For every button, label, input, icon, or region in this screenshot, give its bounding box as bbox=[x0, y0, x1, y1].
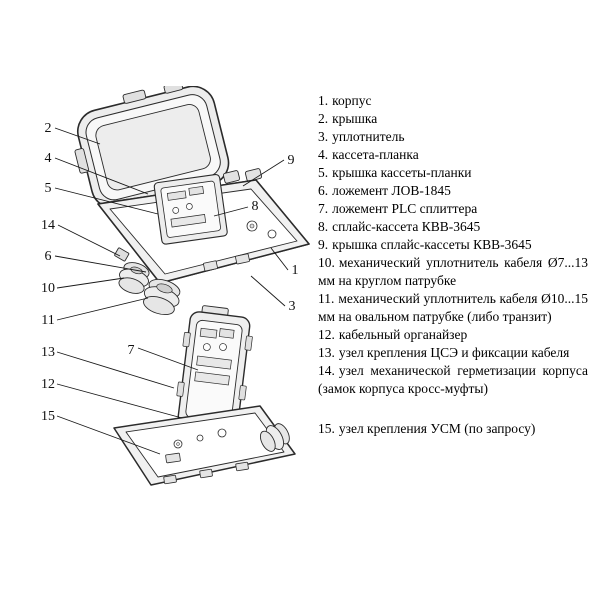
legend-num: 14. bbox=[318, 363, 335, 378]
callout-7: 7 bbox=[128, 343, 135, 358]
callout-9: 9 bbox=[288, 153, 295, 168]
edge-clip bbox=[203, 260, 218, 272]
legend-item-14: 14.узел механической герметизации корпус… bbox=[318, 362, 588, 398]
edge-clip bbox=[199, 468, 213, 479]
legend-item-9: 9.крышка сплайс-кассеты КВВ-3645 bbox=[318, 236, 588, 254]
callout-numbers: 2 4 5 14 6 10 11 13 12 15 9 8 1 3 7 bbox=[41, 121, 299, 424]
callout-6: 6 bbox=[45, 249, 52, 264]
legend-item-12: 12.кабельный органайзер bbox=[318, 326, 588, 344]
splice-cassette bbox=[153, 173, 228, 245]
legend-num: 8. bbox=[318, 219, 329, 234]
lower-port bbox=[259, 423, 290, 452]
legend-num: 15. bbox=[318, 421, 335, 436]
legend-text: механический уплотнитель кабеля Ø7...13 … bbox=[318, 255, 588, 288]
callout-2: 2 bbox=[45, 121, 52, 136]
legend-num: 12. bbox=[318, 327, 335, 342]
legend-item-10: 10.механический уплотнитель кабеля Ø7...… bbox=[318, 254, 588, 290]
lower-view bbox=[113, 305, 296, 486]
legend-num: 4. bbox=[318, 147, 329, 162]
edge-clip bbox=[235, 461, 249, 472]
callout-8: 8 bbox=[252, 199, 259, 214]
legend-item-7: 7.ложемент PLC сплиттера bbox=[318, 200, 588, 218]
legend-item-2: 2.крышка bbox=[318, 110, 588, 128]
callout-3: 3 bbox=[289, 299, 296, 314]
cable-holder bbox=[165, 452, 181, 464]
legend-item-5: 5.крышка кассеты-планки bbox=[318, 164, 588, 182]
callout-4: 4 bbox=[45, 151, 52, 166]
callout-11: 11 bbox=[41, 313, 54, 328]
lower-base-rim bbox=[125, 412, 285, 478]
legend-item-3: 3.уплотнитель bbox=[318, 128, 588, 146]
legend-num: 7. bbox=[318, 201, 329, 216]
legend: 1.корпус 2.крышка 3.уплотнитель 4.кассет… bbox=[318, 92, 588, 438]
callout-15: 15 bbox=[41, 409, 55, 424]
legend-item-13: 13.узел крепления ЦСЭ и фиксации кабеля bbox=[318, 344, 588, 362]
lid-drawing bbox=[74, 86, 230, 209]
legend-text: ложемент ЛОВ-1845 bbox=[332, 183, 451, 198]
legend-text: корпус bbox=[332, 93, 372, 108]
callout-5: 5 bbox=[45, 181, 52, 196]
legend-num: 6. bbox=[318, 183, 329, 198]
legend-text: кабельный органайзер bbox=[338, 327, 468, 342]
closure-exploded-view: 2 4 5 14 6 10 11 13 12 15 9 8 1 3 7 bbox=[41, 86, 310, 486]
legend-num: 9. bbox=[318, 237, 329, 252]
legend-num: 13. bbox=[318, 345, 335, 360]
oval-port bbox=[143, 278, 181, 316]
legend-num: 1. bbox=[318, 93, 329, 108]
legend-text: кассета-планка bbox=[332, 147, 419, 162]
legend-item-6: 6.ложемент ЛОВ-1845 bbox=[318, 182, 588, 200]
legend-num: 11. bbox=[318, 291, 335, 306]
leader-lines bbox=[54, 127, 289, 455]
legend-text: механический уплотнитель кабеля Ø10...15… bbox=[318, 291, 588, 324]
callout-14: 14 bbox=[41, 218, 55, 233]
legend-num: 10. bbox=[318, 255, 335, 270]
legend-text: крышка bbox=[332, 111, 378, 126]
upper-view bbox=[74, 86, 310, 316]
legend-item-8: 8.сплайс-кассета КВВ-3645 bbox=[318, 218, 588, 236]
edge-clip bbox=[163, 474, 177, 485]
callout-13: 13 bbox=[41, 345, 55, 360]
legend-num: 2. bbox=[318, 111, 329, 126]
legend-item-15: 15.узел крепления УСМ (по запросу) bbox=[318, 420, 588, 438]
floor-boss bbox=[267, 229, 277, 239]
legend-text: сплайс-кассета КВВ-3645 bbox=[332, 219, 481, 234]
organizer-plate bbox=[176, 311, 253, 432]
hinge-tab bbox=[222, 170, 240, 184]
floor-boss bbox=[217, 428, 227, 438]
edge-clip bbox=[235, 253, 250, 265]
floor-boss bbox=[196, 434, 204, 442]
technical-diagram: 2 4 5 14 6 10 11 13 12 15 9 8 1 3 7 bbox=[8, 86, 318, 516]
legend-text: уплотнитель bbox=[332, 129, 405, 144]
legend-item-11: 11.механический уплотнитель кабеля Ø10..… bbox=[318, 290, 588, 326]
callout-12: 12 bbox=[41, 377, 55, 392]
legend-item-4: 4.кассета-планка bbox=[318, 146, 588, 164]
legend-text: ложемент PLC сплиттера bbox=[332, 201, 478, 216]
callout-1: 1 bbox=[292, 263, 299, 278]
legend-text: узел крепления УСМ (по запросу) bbox=[338, 421, 536, 436]
callout-10: 10 bbox=[41, 281, 55, 296]
legend-text: крышка сплайс-кассеты КВВ-3645 bbox=[332, 237, 532, 252]
legend-text: узел механической герметизации корпуса (… bbox=[318, 363, 588, 396]
legend-text: узел крепления ЦСЭ и фиксации кабеля bbox=[338, 345, 570, 360]
legend-item-1: 1.корпус bbox=[318, 92, 588, 110]
case-lock bbox=[114, 247, 130, 262]
legend-num: 3. bbox=[318, 129, 329, 144]
legend-num: 5. bbox=[318, 165, 329, 180]
legend-text: крышка кассеты-планки bbox=[332, 165, 472, 180]
